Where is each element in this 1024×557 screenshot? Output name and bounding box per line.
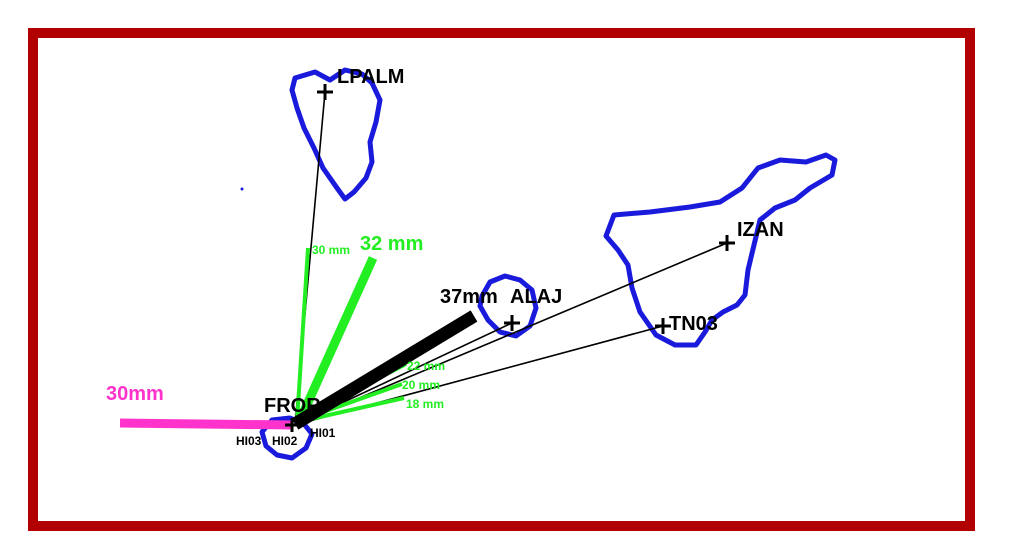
la-palma-island-outline	[289, 67, 383, 202]
station-label-hi03: HI03	[236, 434, 262, 448]
station-label-fror: FROR	[264, 395, 321, 417]
vector-label-izan-small: 20 mm	[402, 378, 440, 392]
vector-label-tn03-small: 18 mm	[406, 397, 444, 411]
la-gomera-island-outline	[477, 273, 539, 339]
map-frame	[28, 28, 975, 531]
vector-label-lpalm-small: 30 mm	[312, 243, 350, 257]
station-markers	[285, 84, 735, 432]
station-label-tn03: TN03	[669, 313, 718, 335]
plus-marker-icon	[317, 84, 333, 100]
station-label-hi02: HI02	[272, 434, 298, 448]
tenerife-island-outline	[603, 152, 838, 348]
plus-marker-icon	[655, 318, 671, 334]
vector-label-green-large: 32 mm	[360, 233, 423, 255]
station-label-izan: IZAN	[737, 219, 784, 241]
map-dot	[240, 187, 244, 191]
vector-large-magenta	[119, 418, 293, 430]
plus-marker-icon	[285, 418, 299, 432]
vector-large-green	[295, 256, 378, 422]
vector-label-alaj-small: 22 mm	[407, 359, 445, 373]
plus-marker-icon	[719, 235, 735, 251]
baselines	[294, 91, 728, 426]
vector-label-black-large: 37mm	[440, 286, 498, 308]
station-label-alaj: ALAJ	[510, 286, 562, 308]
el-hierro-island-outline	[259, 415, 315, 461]
vector-lpalm-small	[295, 247, 310, 423]
vector-label-magenta-large: 30mm	[106, 383, 164, 405]
vector-large-black	[291, 310, 478, 430]
plus-marker-icon	[504, 315, 520, 331]
station-label-lpalm: LPALM	[337, 66, 404, 88]
station-label-hi01: HI01	[310, 426, 336, 440]
